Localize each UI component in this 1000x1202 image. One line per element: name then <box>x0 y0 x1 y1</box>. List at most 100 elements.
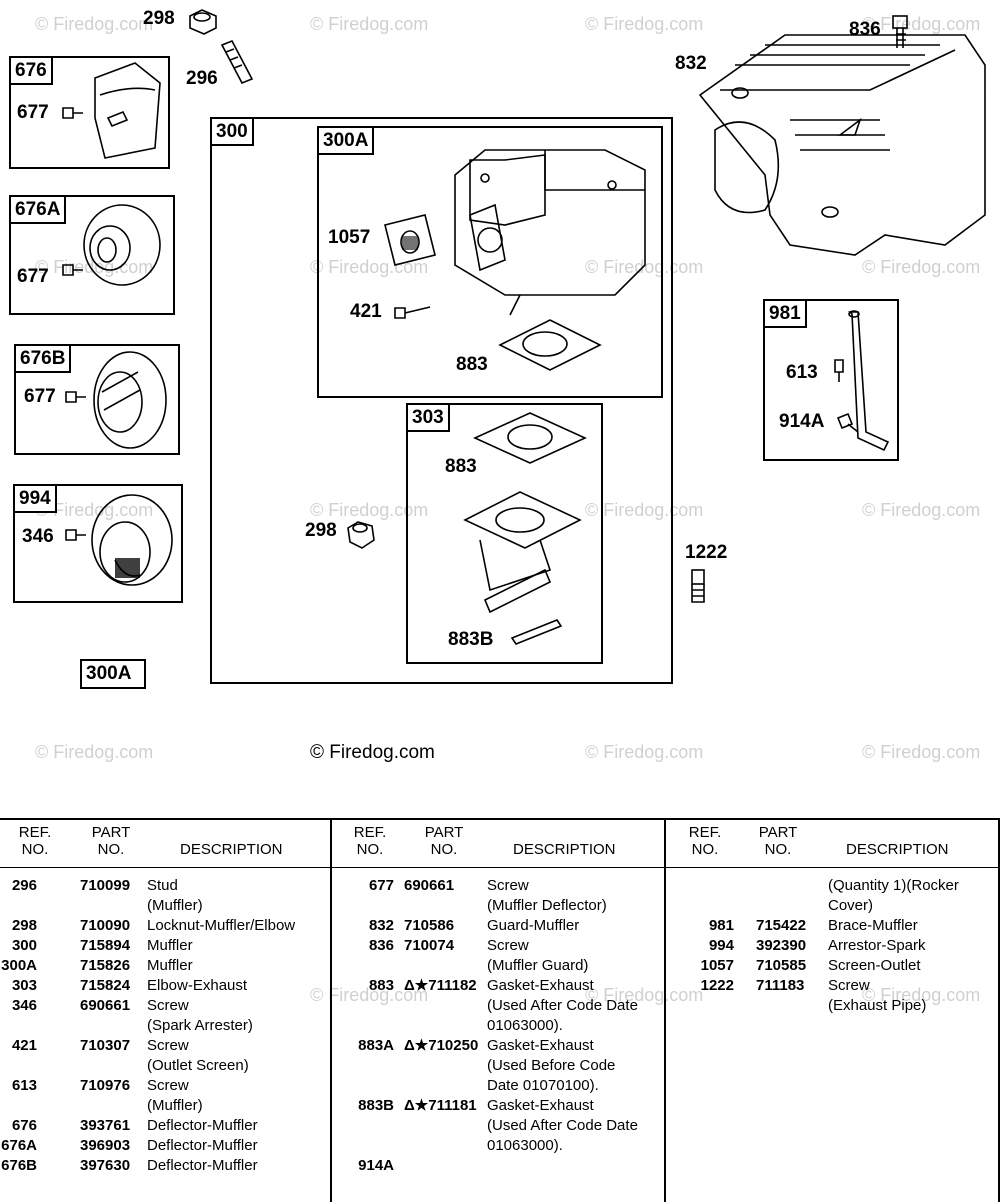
label-677-b: 677 <box>17 266 49 287</box>
part-number: 715826 <box>80 957 131 974</box>
label-832: 832 <box>675 53 707 74</box>
description-line: Screw <box>147 1037 189 1054</box>
label-1222: 1222 <box>685 542 728 563</box>
header-ref: REF.NO. <box>688 824 722 858</box>
description-line: Screw <box>828 977 870 994</box>
deflector-676a-icon <box>62 204 161 286</box>
part-number: 710586 <box>404 917 455 934</box>
ref-number: 677 <box>368 877 394 894</box>
box-label: 676 <box>9 56 53 85</box>
description-line: Deflector-Muffler <box>147 1117 258 1134</box>
header-ref: REF.NO. <box>18 824 52 858</box>
outlet-screen-icon <box>384 214 436 266</box>
label-613: 613 <box>786 362 818 383</box>
label-296: 296 <box>186 68 218 89</box>
watermark: © Firedog.com <box>310 985 429 1005</box>
column-divider <box>664 820 666 1202</box>
ref-number: 883 <box>368 977 394 994</box>
watermark: © Firedog.com <box>35 500 154 520</box>
ref-number: 346 <box>11 997 37 1014</box>
ref-number: 613 <box>11 1077 37 1094</box>
watermark: © Firedog.com <box>35 14 154 34</box>
gasket-883-303-icon <box>473 412 587 464</box>
part-number: 710585 <box>756 957 807 974</box>
description-line: (Used Before Code <box>487 1057 616 1074</box>
gasket-883b-icon <box>510 619 563 645</box>
description-line: Brace-Muffler <box>828 917 918 934</box>
description-line: (Quantity 1)(Rocker <box>828 877 959 894</box>
box-label: 300 <box>210 117 254 146</box>
part-number: Δ★711181 <box>404 1097 477 1114</box>
box-994: 994 <box>13 484 183 603</box>
part-number: 690661 <box>404 877 455 894</box>
description-line: Screen-Outlet <box>828 957 921 974</box>
ref-number: 832 <box>368 917 394 934</box>
box-300a: 300A <box>317 126 663 398</box>
label-346: 346 <box>22 526 54 547</box>
box-label: 300A <box>317 126 375 155</box>
watermark: © Firedog.com <box>310 500 429 520</box>
watermark: © Firedog.com <box>585 257 704 277</box>
watermark: © Firedog.com <box>585 500 704 520</box>
label-1057: 1057 <box>328 227 371 248</box>
part-number: Δ★710250 <box>404 1037 479 1054</box>
part-number: 715824 <box>80 977 131 994</box>
stud-icon <box>220 39 254 85</box>
box-676: 676 <box>9 56 170 169</box>
watermark: © Firedog.com <box>862 257 981 277</box>
part-number: 715422 <box>756 917 807 934</box>
locknut-icon <box>189 9 217 35</box>
part-number: 690661 <box>80 997 131 1014</box>
label-883b: 883B <box>448 629 494 650</box>
description-line: Gasket-Exhaust <box>487 977 594 994</box>
muffler-300a-label: 300A <box>86 663 132 684</box>
watermark: © Firedog.com <box>862 14 981 34</box>
ref-number: 421 <box>11 1037 37 1054</box>
part-number: 393761 <box>80 1117 131 1134</box>
watermark: © Firedog.com <box>585 985 704 1005</box>
watermark: © Firedog.com <box>585 742 704 762</box>
description-line: Arrestor-Spark <box>828 937 926 954</box>
part-number: Δ★711182 <box>404 977 477 994</box>
description-line: Locknut-Muffler/Elbow <box>147 917 296 934</box>
watermark: © Firedog.com <box>862 500 981 520</box>
description-line: Deflector-Muffler <box>147 1137 258 1154</box>
part-number: 397630 <box>80 1157 131 1174</box>
watermark: © Firedog.com <box>862 985 981 1005</box>
description-line: (Outlet Screen) <box>147 1057 249 1074</box>
box-676a: 676A <box>9 195 175 315</box>
label-298-top: 298 <box>143 8 175 29</box>
label-914a: 914A <box>779 411 825 432</box>
exhaust-elbow-icon <box>463 491 582 614</box>
label-421: 421 <box>350 301 382 322</box>
box-label: 303 <box>406 403 450 432</box>
part-number: 710099 <box>80 877 131 894</box>
description-line: (Muffler Guard) <box>487 957 589 974</box>
description-line: Guard-Muffler <box>487 917 580 934</box>
description-line: Gasket-Exhaust <box>487 1037 594 1054</box>
ref-number: 300A <box>1 957 37 974</box>
description-line: (Muffler) <box>147 897 203 914</box>
label-883-a: 883 <box>456 354 488 375</box>
header-description: DESCRIPTION <box>180 841 283 858</box>
muffler-300a-label-box: 300A <box>80 659 146 689</box>
part-number: 710976 <box>80 1077 131 1094</box>
description-line: Muffler <box>147 937 193 954</box>
ref-number: 981 <box>708 917 734 934</box>
parts-diagram-art <box>62 9 986 645</box>
description-line: (Muffler) <box>147 1097 203 1114</box>
box-label: 676B <box>14 344 72 373</box>
part-number: 710074 <box>404 937 455 954</box>
header-description: DESCRIPTION <box>846 841 949 858</box>
brace-icon <box>834 310 890 452</box>
ref-number: 1222 <box>700 977 734 994</box>
ref-number: 883A <box>358 1037 394 1054</box>
deflector-676b-icon <box>65 351 167 449</box>
watermark: © Firedog.com <box>310 257 429 277</box>
box-676b: 676B <box>14 344 180 455</box>
muffler-300a-icon <box>454 149 646 316</box>
watermark: © Firedog.com <box>862 742 981 762</box>
